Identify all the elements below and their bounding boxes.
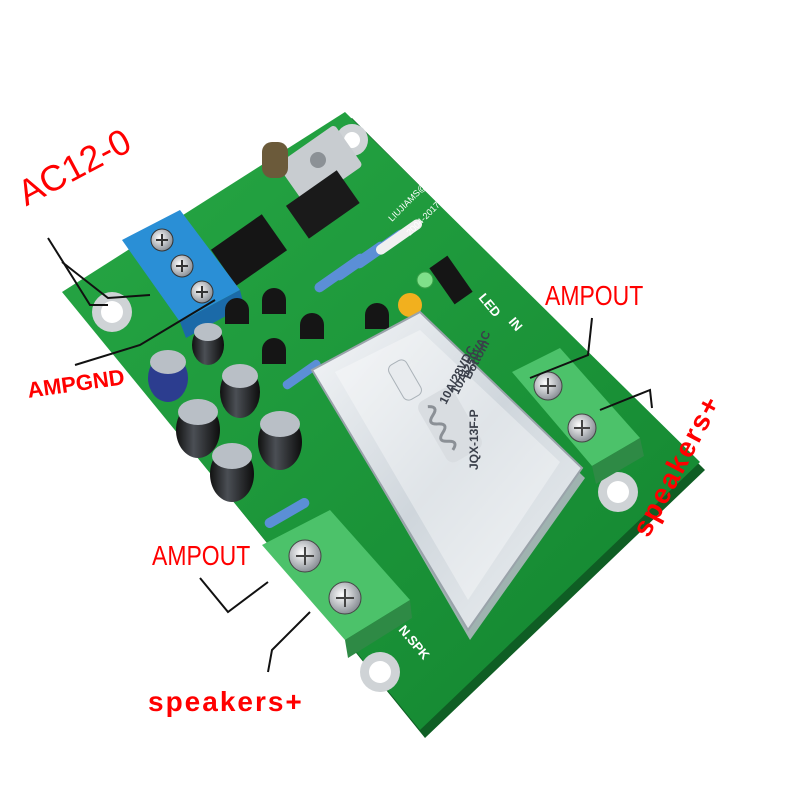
transistors [225, 288, 389, 364]
voltage-regulator [278, 126, 362, 239]
mounting-holes [92, 124, 638, 692]
capacitor [262, 142, 288, 178]
ceramic-capacitor [398, 293, 422, 317]
ac-terminal-block [122, 210, 244, 338]
relay-model: JQX-13F-P [467, 409, 481, 470]
annotation-ampout-left: AMPOUT [152, 540, 251, 571]
annotation-ampout-right: AMPOUT [545, 280, 644, 311]
ic-chip [210, 214, 288, 286]
led [416, 271, 434, 289]
electrolytic-capacitors [148, 323, 302, 502]
annotation-speakers-bottom: speakers+ [148, 686, 304, 717]
relay [310, 310, 585, 640]
speaker-terminal-left [262, 510, 412, 658]
resistors [264, 219, 423, 528]
header-pins [429, 255, 473, 305]
speaker-terminal-right [512, 348, 644, 484]
leader-lines [47, 237, 653, 673]
